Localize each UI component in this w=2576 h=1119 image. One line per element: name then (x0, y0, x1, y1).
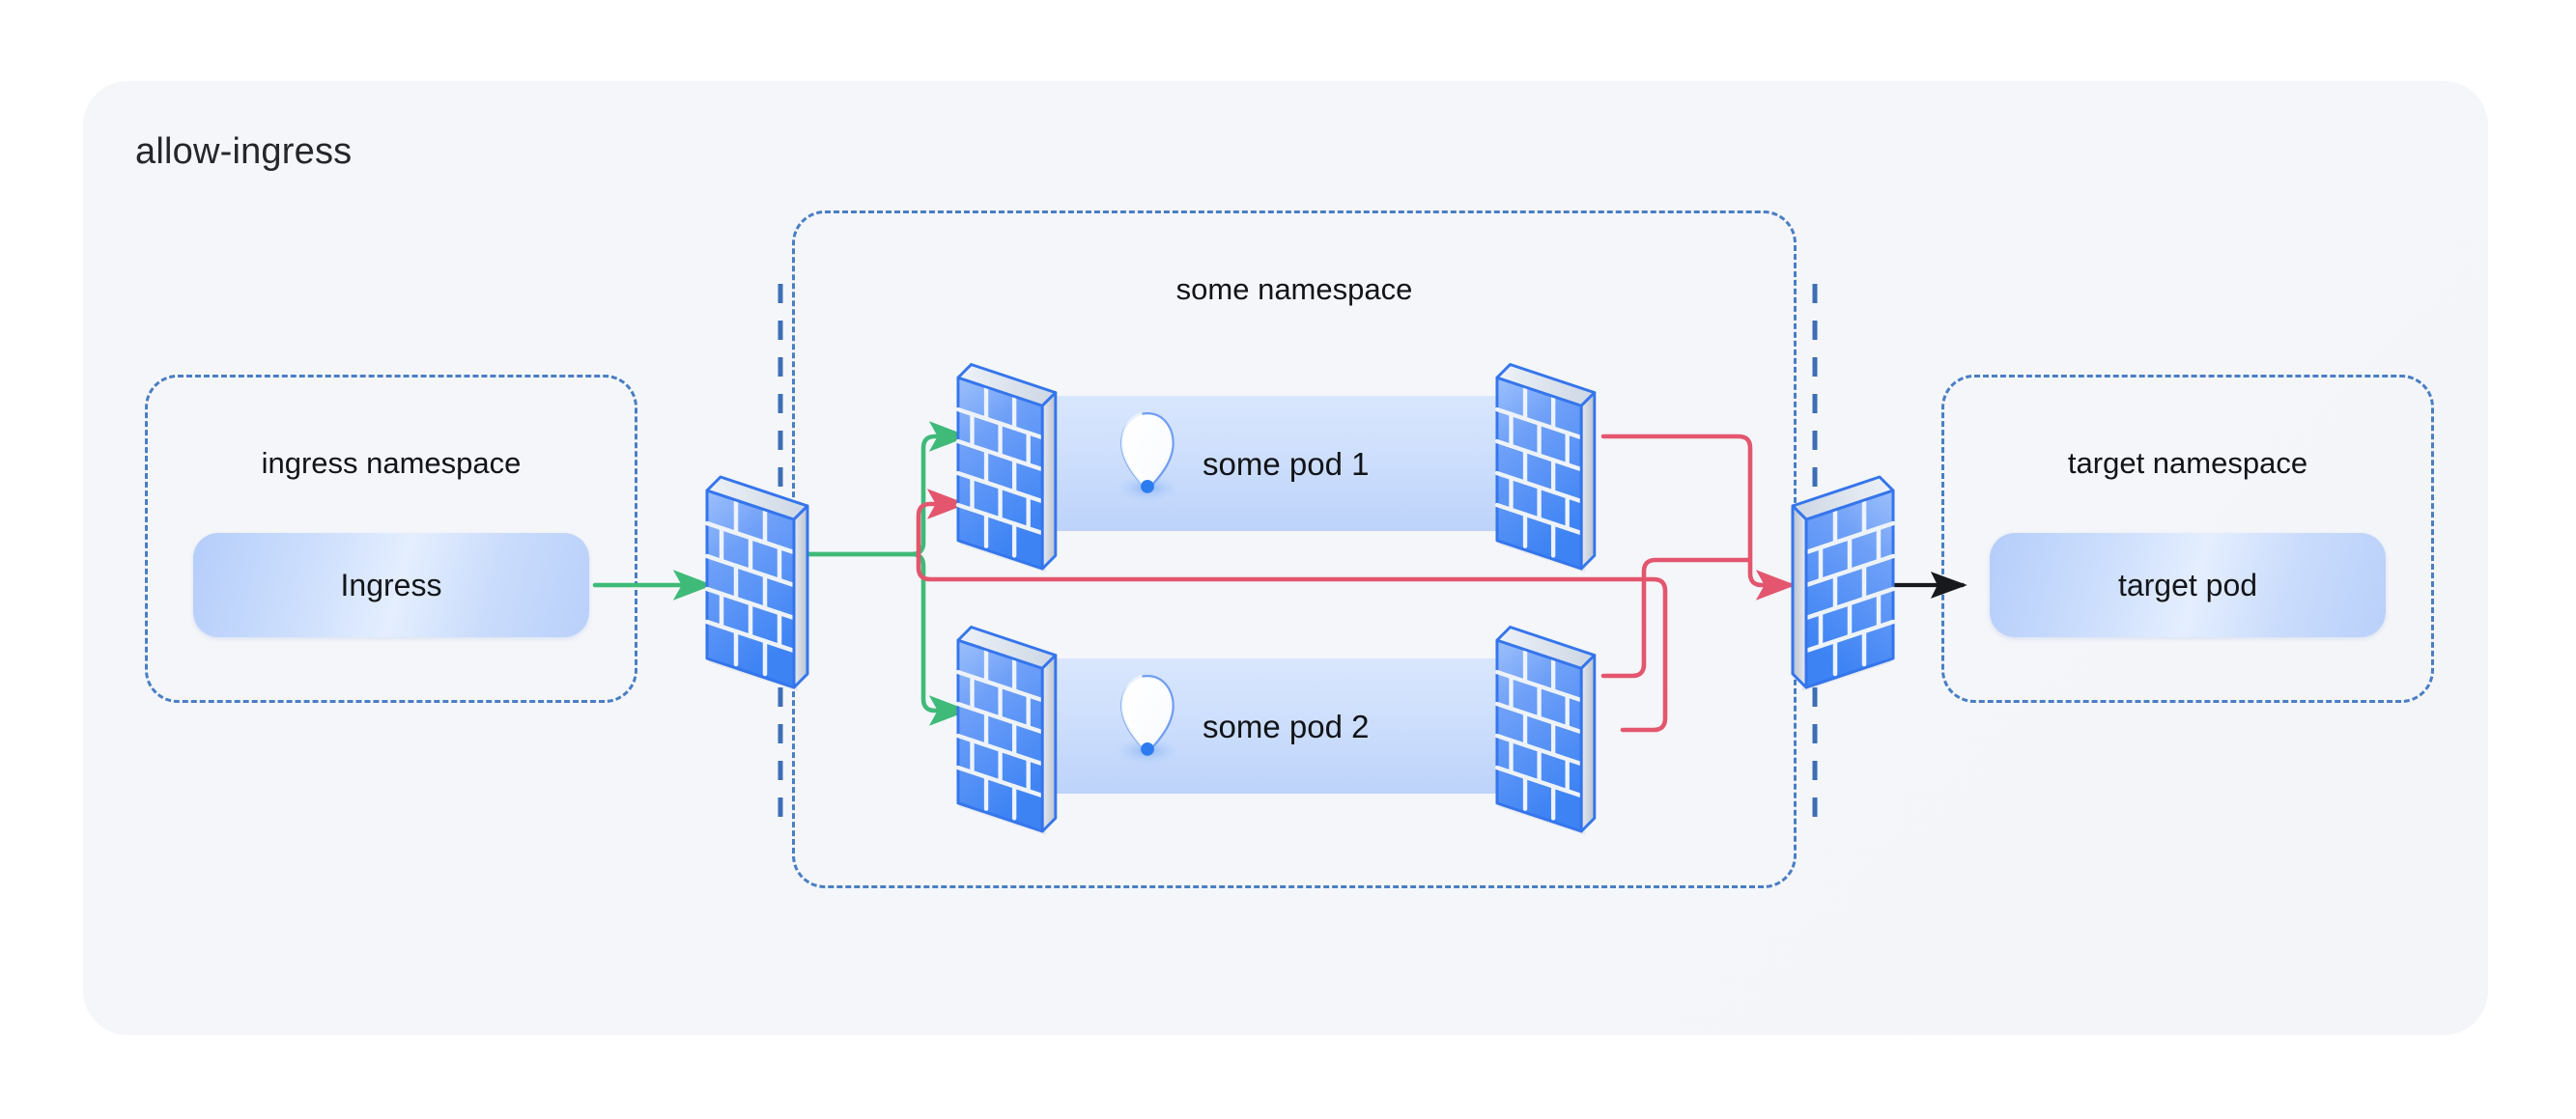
resource-ingress[interactable]: Ingress (193, 533, 589, 637)
resource-target-pod[interactable]: target pod (1990, 533, 2386, 637)
namespace-box-target (1941, 375, 2434, 703)
namespace-label-some: some namespace (1175, 272, 1413, 306)
resource-label-some-pod-1: some pod 1 (1203, 446, 1370, 482)
resource-label-some-pod-2: some pod 2 (1203, 709, 1370, 744)
namespace-box-ingress (145, 375, 637, 703)
page-title: allow-ingress (135, 131, 353, 172)
namespace-label-ingress: ingress namespace (261, 446, 522, 480)
namespace-label-target: target namespace (2067, 446, 2308, 480)
